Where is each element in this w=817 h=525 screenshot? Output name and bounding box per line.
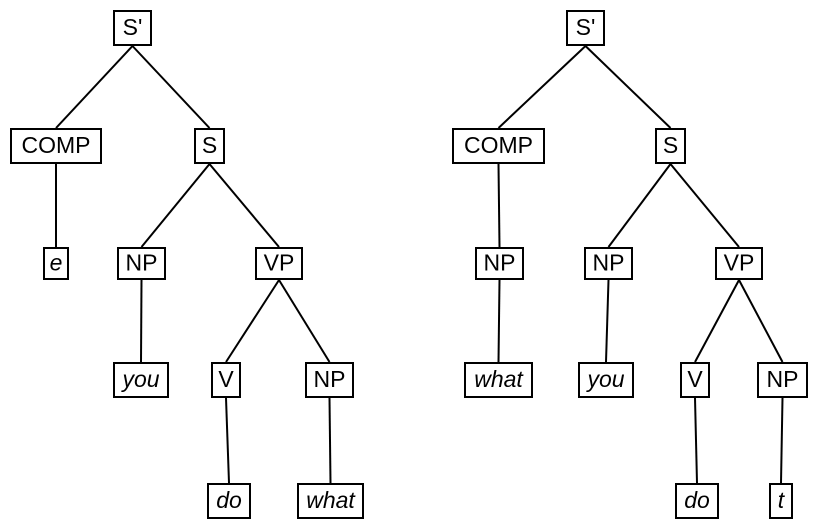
tree-node-np[interactable]: NP: [475, 247, 524, 280]
node-label: NP: [484, 250, 516, 276]
tree-edge: [584, 45, 672, 129]
tree-edge: [140, 163, 211, 248]
tree-node-vp[interactable]: VP: [255, 247, 303, 280]
node-box[interactable]: [194, 128, 225, 164]
node-box[interactable]: [10, 128, 102, 164]
tree-node-np[interactable]: NP: [117, 247, 166, 280]
node-label: do: [216, 487, 242, 513]
node-label: NP: [126, 250, 158, 276]
tree-edge: [738, 279, 784, 363]
node-box[interactable]: [464, 362, 533, 398]
tree-edge: [328, 397, 332, 484]
node-label: VP: [724, 250, 755, 276]
node-label: V: [687, 366, 703, 392]
tree-node-vp[interactable]: VP: [715, 247, 763, 280]
node-box[interactable]: [305, 362, 354, 398]
surface-structure-tree-edges: [497, 45, 784, 484]
node-label: NP: [314, 366, 346, 392]
tree-edge: [694, 397, 698, 484]
node-box[interactable]: [715, 247, 763, 280]
tree-edge: [278, 279, 331, 363]
node-box[interactable]: [113, 10, 152, 46]
node-box[interactable]: [655, 128, 686, 164]
tree-node-t[interactable]: t: [769, 483, 793, 519]
deep-structure-tree-edges: [55, 45, 332, 484]
tree-edge: [497, 163, 501, 248]
node-box[interactable]: [584, 247, 633, 280]
node-label: VP: [264, 250, 295, 276]
node-box[interactable]: [578, 362, 634, 398]
node-box[interactable]: [255, 247, 303, 280]
node-box[interactable]: [117, 247, 166, 280]
tree-edge: [55, 45, 134, 129]
tree-node-v[interactable]: V: [680, 362, 710, 398]
node-box[interactable]: [566, 10, 605, 46]
node-box[interactable]: [43, 247, 69, 280]
tree-edge: [605, 279, 610, 363]
tree-node-s[interactable]: S': [566, 10, 605, 46]
node-label: you: [120, 366, 159, 392]
tree-node-e[interactable]: e: [43, 247, 69, 280]
tree-node-do[interactable]: do: [675, 483, 719, 519]
tree-edge: [780, 397, 784, 484]
tree-edge: [497, 279, 501, 363]
tree-node-np[interactable]: NP: [584, 247, 633, 280]
node-label: S': [123, 14, 143, 40]
node-box[interactable]: [207, 483, 251, 519]
tree-node-you[interactable]: you: [578, 362, 634, 398]
tree-edge: [225, 279, 280, 363]
tree-node-what[interactable]: what: [297, 483, 364, 519]
tree-node-v[interactable]: V: [211, 362, 241, 398]
node-box[interactable]: [475, 247, 524, 280]
tree-edge: [497, 45, 587, 129]
tree-node-comp[interactable]: COMP: [10, 128, 102, 164]
node-label: COMP: [464, 132, 533, 158]
node-box[interactable]: [769, 483, 793, 519]
tree-node-you[interactable]: you: [113, 362, 169, 398]
tree-node-s[interactable]: S: [655, 128, 686, 164]
tree-node-s[interactable]: S': [113, 10, 152, 46]
tree-edge: [208, 163, 280, 248]
node-box[interactable]: [211, 362, 241, 398]
node-label: S': [576, 14, 596, 40]
node-box[interactable]: [680, 362, 710, 398]
node-box[interactable]: [113, 362, 169, 398]
tree-node-what[interactable]: what: [464, 362, 533, 398]
tree-edge: [669, 163, 740, 248]
node-label: t: [778, 487, 786, 513]
tree-node-np[interactable]: NP: [305, 362, 354, 398]
tree-edge: [225, 397, 230, 484]
node-label: V: [218, 366, 234, 392]
node-label: NP: [767, 366, 799, 392]
node-label: COMP: [22, 132, 91, 158]
node-label: S: [202, 132, 217, 158]
tree-node-do[interactable]: do: [207, 483, 251, 519]
node-box[interactable]: [297, 483, 364, 519]
edges-layer: [55, 45, 784, 484]
node-box[interactable]: [675, 483, 719, 519]
node-label: NP: [593, 250, 625, 276]
tree-node-comp[interactable]: COMP: [452, 128, 545, 164]
tree-edge: [140, 279, 143, 363]
node-label: e: [50, 250, 63, 276]
node-label: what: [306, 487, 356, 513]
node-label: what: [474, 366, 524, 392]
node-label: do: [684, 487, 710, 513]
surface-structure-tree-nodes: S' COMP S NP NP VP what you V NP do t: [452, 10, 808, 519]
tree-edge: [694, 279, 740, 363]
tree-node-np[interactable]: NP: [757, 362, 808, 398]
node-label: you: [585, 366, 624, 392]
tree-edge: [607, 163, 672, 248]
tree-edge: [131, 45, 211, 129]
node-box[interactable]: [757, 362, 808, 398]
tree-node-s[interactable]: S: [194, 128, 225, 164]
node-label: S: [663, 132, 678, 158]
node-box[interactable]: [452, 128, 545, 164]
